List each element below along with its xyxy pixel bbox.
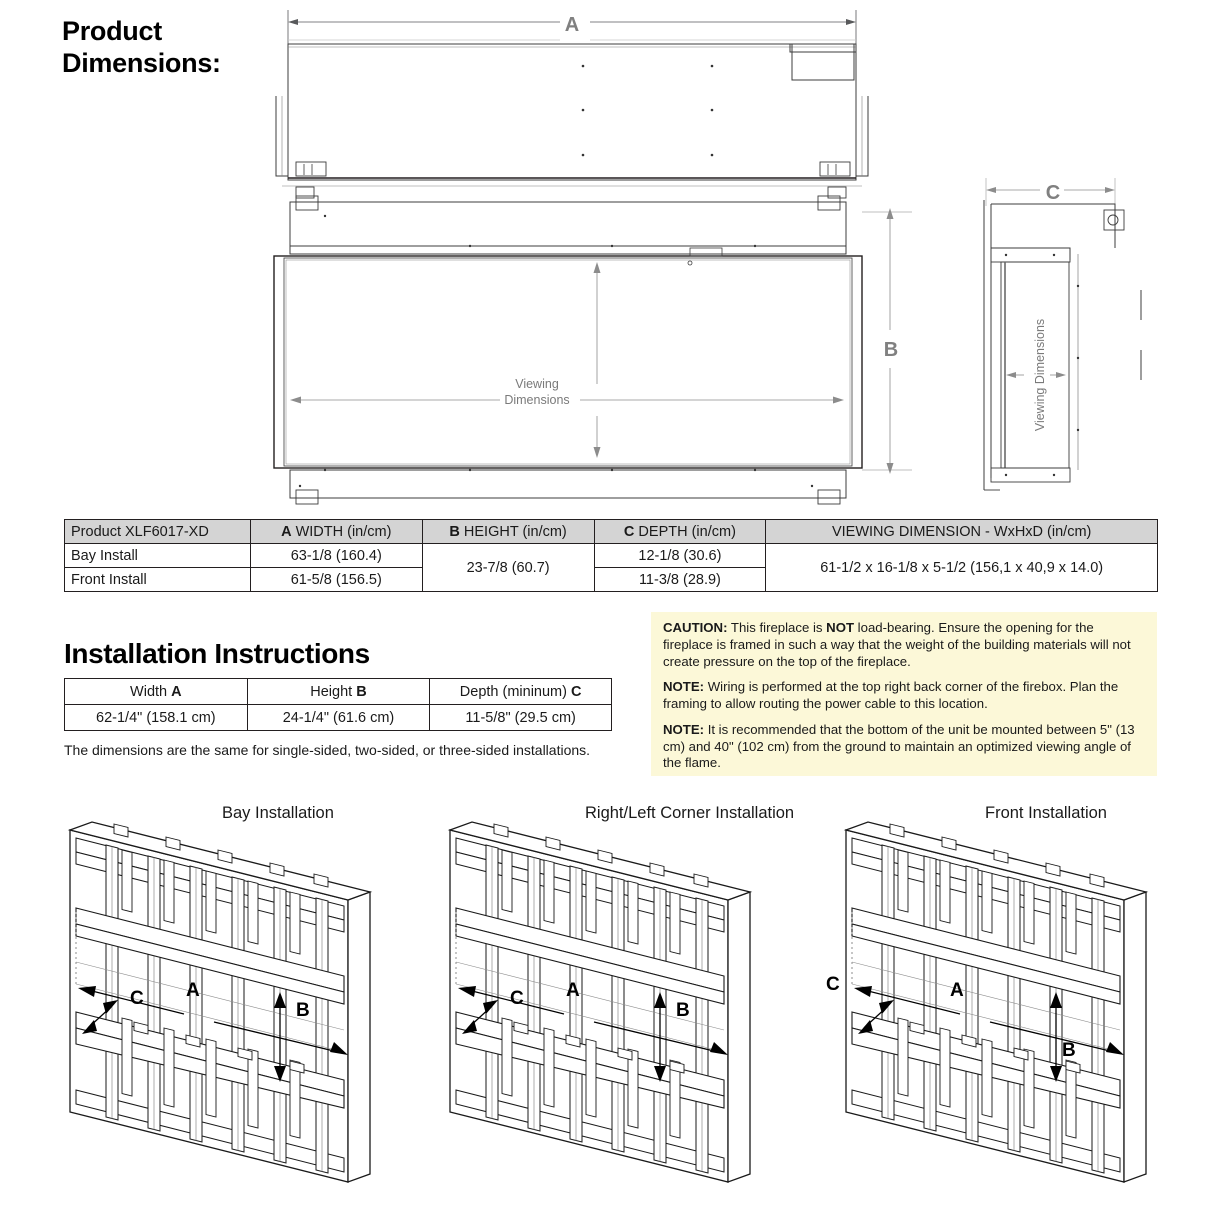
frame-label-c-front: C [826, 974, 840, 995]
frame-label-c-corner: C [510, 988, 524, 1009]
caption-corner-installation: Right/Left Corner Installation [585, 804, 795, 822]
page-title-product-dimensions: Product Dimensions: [62, 16, 282, 80]
install-header-depth-text: Depth (mininum) [459, 683, 571, 700]
framing-diagrams-section: C A B C A B C A B Bay Installation Right… [0, 786, 1214, 1214]
caution-text-before-not: This fireplace is [727, 620, 827, 635]
spec-height-merged-value: 23-7/8 (60.7) [421, 543, 595, 592]
spec-row-front-install-depth: 11-3/8 (28.9) [593, 567, 767, 592]
framing-diagram-bay [69, 821, 371, 1183]
frame-label-c-bay: C [130, 988, 144, 1009]
table-row: Front Install 61-5/8 (156.5) 11-3/8 (28.… [64, 567, 1158, 592]
install-header-width: Width A [64, 678, 248, 705]
spec-row-front-install-label: Front Install [64, 567, 251, 592]
note-2-label: NOTE: [663, 721, 705, 737]
frame-label-b-corner: B [676, 1000, 690, 1021]
frame-label-a-bay: A [186, 980, 200, 1001]
note-1-text: Wiring is performed at the top right bac… [663, 679, 1119, 712]
framing-diagram-front [845, 821, 1147, 1183]
install-table-header-row: Width A Height B Depth (mininum) C [64, 678, 612, 705]
page-title-line-2: Dimensions: [62, 47, 221, 78]
spec-header-width: A WIDTH (in/cm) [249, 519, 423, 544]
install-header-height-text: Height [310, 683, 357, 700]
note-1-label: NOTE: [663, 679, 705, 695]
spec-header-width-text: WIDTH (in/cm) [291, 523, 392, 540]
framing-diagram-corner [449, 821, 751, 1183]
dimension-label-c-side-view: C [1046, 182, 1060, 204]
installation-footnote: The dimensions are the same for single-s… [64, 742, 591, 758]
dimension-label-b-front-view: B [884, 339, 898, 361]
table-row: 62-1/4" (158.1 cm) 24-1/4" (61.6 cm) 11-… [64, 704, 612, 731]
caution-not-emphasis: NOT [826, 620, 855, 635]
caption-bay-installation: Bay Installation [222, 804, 334, 822]
frame-label-b-front: B [1062, 1040, 1076, 1061]
frame-label-a-front: A [950, 980, 964, 1001]
viewing-dimensions-label-side: Viewing Dimensions [1033, 319, 1047, 431]
page-title-line-1: Product [62, 16, 162, 46]
section-title-installation-instructions: Installation Instructions [64, 638, 370, 669]
caption-front-installation: Front Installation [985, 804, 1107, 822]
caution-paragraph: CAUTION: This fireplace is NOT load-bear… [663, 620, 1145, 670]
caution-notes-panel: CAUTION: This fireplace is NOT load-bear… [651, 612, 1157, 776]
install-value-depth: 11-5/8" (29.5 cm) [429, 704, 612, 731]
viewing-dimensions-label-line-2: Dimensions [504, 393, 569, 407]
install-header-depth-letter: C [571, 683, 582, 700]
note-2-paragraph: NOTE: It is recommended that the bottom … [663, 722, 1145, 772]
spec-header-viewing-dimension: VIEWING DIMENSION - WxHxD (in/cm) [765, 519, 1158, 544]
install-header-width-text: Width [130, 683, 172, 700]
install-value-height: 24-1/4" (61.6 cm) [246, 704, 431, 731]
dimension-label-a-top-view: A [565, 14, 579, 36]
spec-header-height: B HEIGHT (in/cm) [421, 519, 595, 544]
spec-viewing-dimension-merged-value: 61-1/2 x 16-1/8 x 5-1/2 (156,1 x 40,9 x … [765, 543, 1158, 592]
spec-row-bay-install-depth: 12-1/8 (30.6) [593, 543, 767, 568]
spec-header-width-letter: A [281, 523, 292, 540]
spec-header-height-letter: B [449, 523, 460, 540]
spec-header-depth-letter: C [623, 523, 635, 540]
spec-row-bay-install-label: Bay Install [64, 543, 251, 568]
install-header-height: Height B [246, 678, 431, 705]
note-2-text: It is recommended that the bottom of the… [663, 721, 1135, 771]
install-value-width: 62-1/4" (158.1 cm) [64, 704, 248, 731]
spec-header-height-text: HEIGHT (in/cm) [459, 523, 567, 540]
spec-header-depth: C DEPTH (in/cm) [593, 519, 767, 544]
product-dimensions-table: Product XLF6017-XD A WIDTH (in/cm) B HEI… [64, 519, 1158, 592]
spec-table-header-row: Product XLF6017-XD A WIDTH (in/cm) B HEI… [64, 519, 1158, 544]
frame-label-b-bay: B [296, 1000, 310, 1021]
frame-label-a-corner: A [566, 980, 580, 1001]
technical-drawings-section: A B C Viewing Dimensions Viewing Dimensi… [0, 0, 1214, 512]
caution-label: CAUTION: [663, 620, 728, 635]
table-row: Bay Install 63-1/8 (160.4) 23-7/8 (60.7)… [64, 543, 1158, 592]
note-1-paragraph: NOTE: Wiring is performed at the top rig… [663, 679, 1145, 713]
spec-row-bay-install-width: 63-1/8 (160.4) [249, 543, 423, 568]
installation-framing-table: Width A Height B Depth (mininum) C 62-1/… [64, 678, 612, 731]
spec-header-product: Product XLF6017-XD [64, 519, 251, 544]
install-header-height-letter: B [356, 683, 367, 700]
install-header-depth: Depth (mininum) C [429, 678, 612, 705]
caution-text-after-not: load-bearing. Ensure the opening for the… [663, 620, 1131, 669]
spec-row-front-install-width: 61-5/8 (156.5) [249, 567, 423, 592]
viewing-dimensions-label-line-1: Viewing [515, 377, 559, 391]
spec-header-depth-text: DEPTH (in/cm) [634, 523, 736, 540]
install-header-width-letter: A [171, 683, 182, 700]
